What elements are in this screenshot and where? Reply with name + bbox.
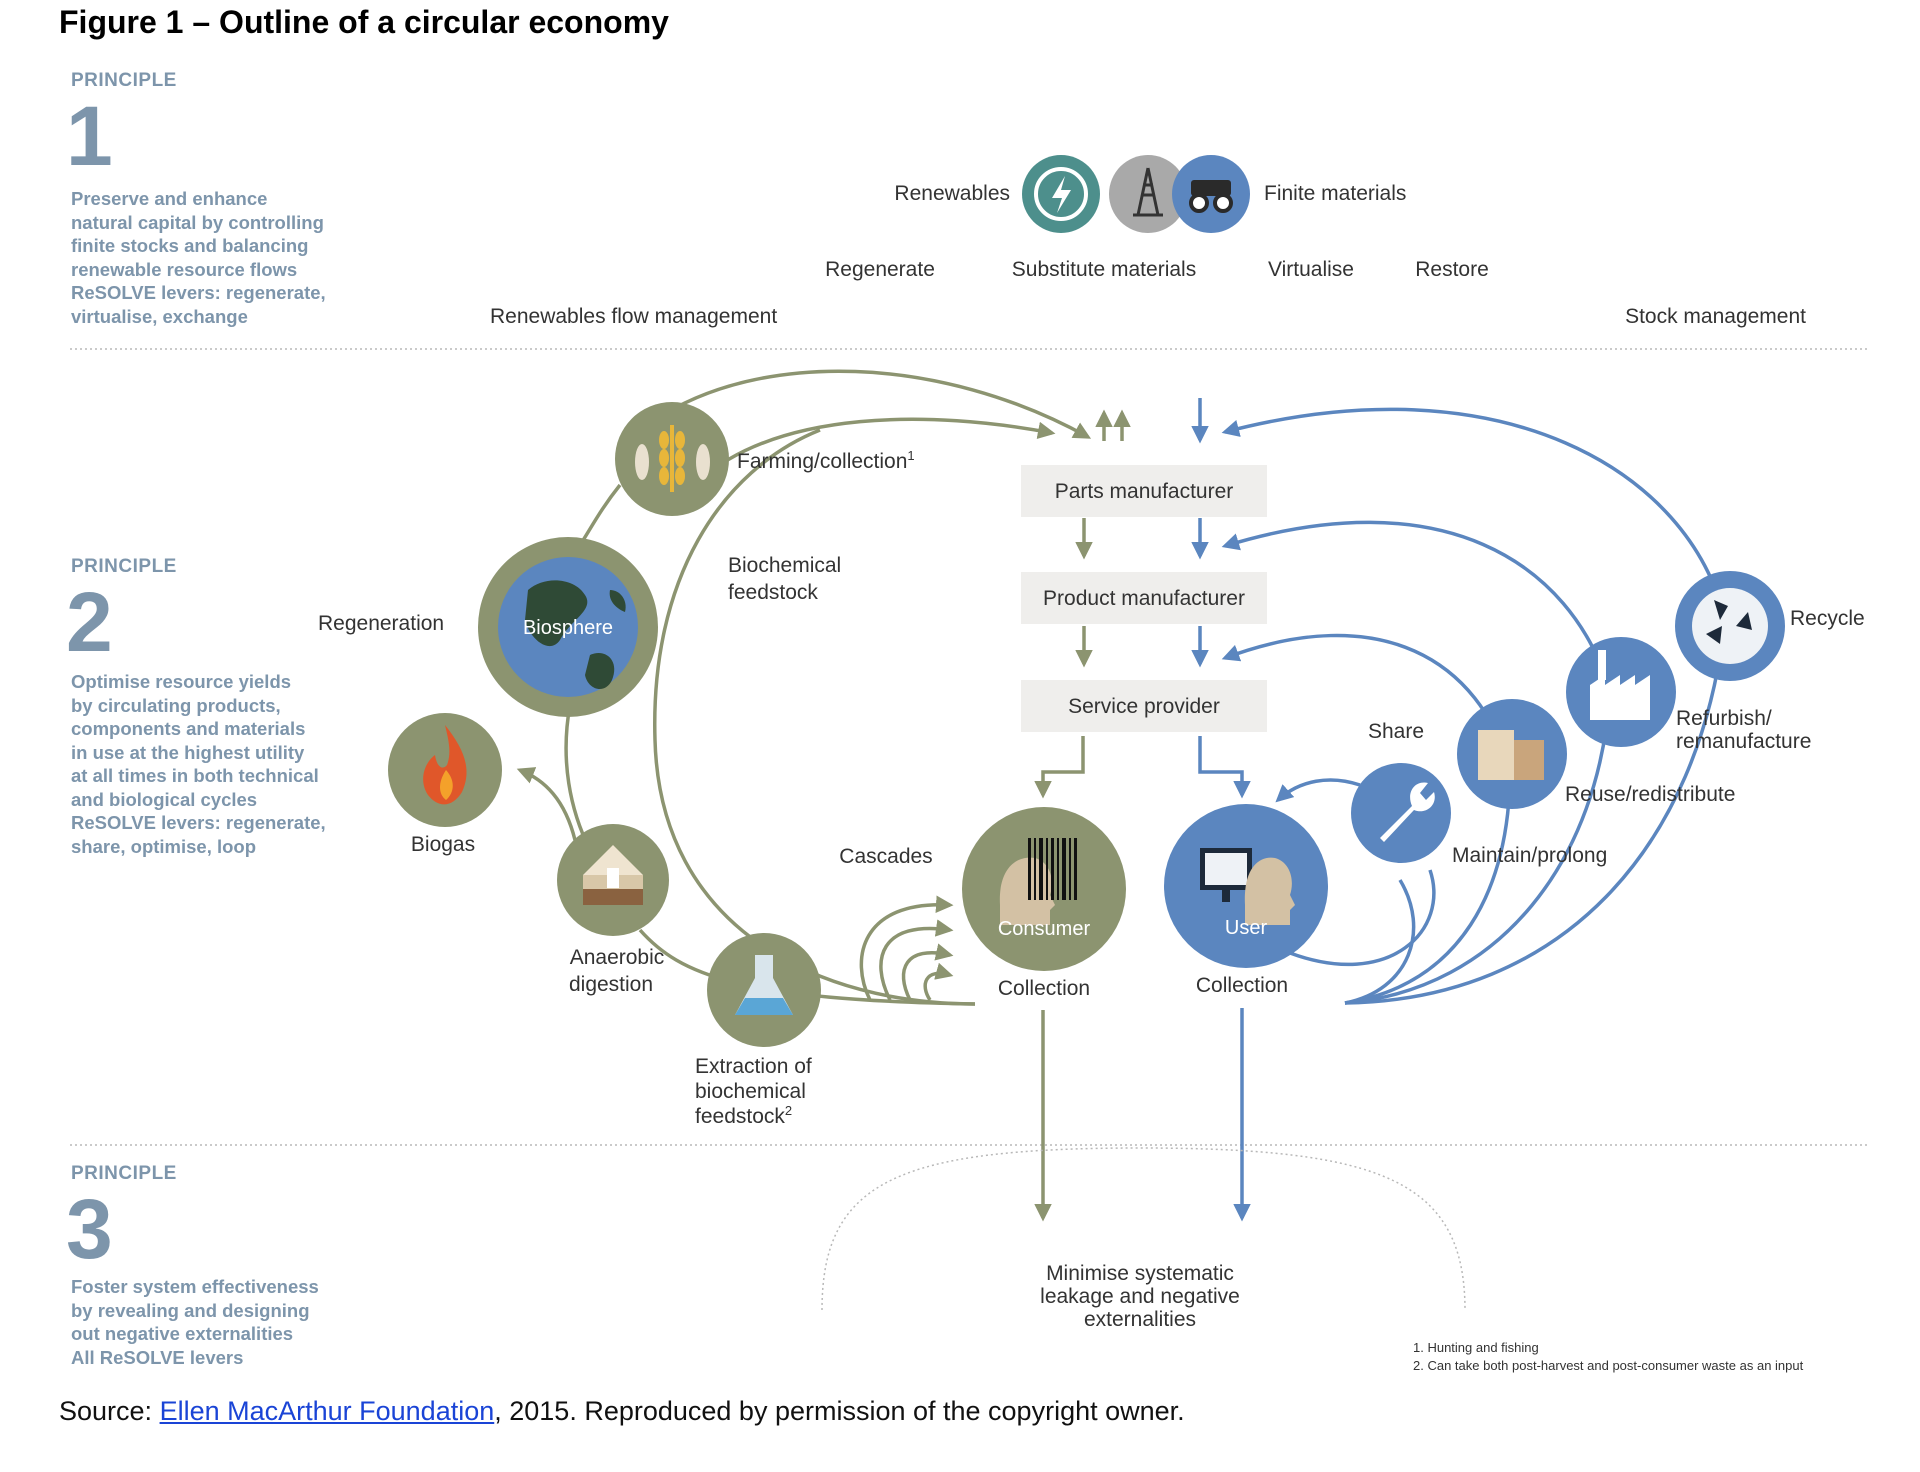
footnote-1: 1. Hunting and fishing — [1413, 1340, 1539, 1355]
biochemical-feedstock-label-1: Biochemical — [728, 554, 841, 577]
principle-3-line: All ReSOLVE levers — [71, 1346, 244, 1368]
product-manufacturer-box: Product manufacturer — [1021, 572, 1267, 624]
biogas-icon — [388, 713, 502, 827]
farming-icon — [615, 402, 729, 516]
product-manufacturer-label: Product manufacturer — [1043, 587, 1245, 610]
maintain-label: Maintain/prolong — [1452, 844, 1607, 867]
consumer-icon — [962, 807, 1126, 971]
farming-collection-label: Farming/collection1 — [737, 448, 915, 473]
principle-2-line: at all times in both technical — [71, 765, 319, 786]
principle-2-label: PRINCIPLE — [71, 556, 177, 577]
principle-2-line: components and materials — [71, 718, 306, 739]
principle-2-line: share, optimise, loop — [71, 835, 257, 857]
principle-2-line: by circulating products, — [71, 694, 281, 716]
biogas-label: Biogas — [411, 833, 475, 856]
source-suffix: , 2015. Reproduced by permission of the … — [494, 1396, 1185, 1426]
leakage-label-2: leakage and negative — [1040, 1285, 1240, 1308]
mining-truck-icon — [1172, 155, 1250, 233]
oil-rig-icon — [1109, 155, 1187, 233]
principle-1-description: Preserve and enhance natural capital by … — [71, 187, 371, 328]
recycle-icon — [1675, 571, 1785, 681]
principle-3-label: PRINCIPLE — [71, 1163, 177, 1184]
principle-2-number: 2 — [66, 575, 113, 669]
footnote-2: 2. Can take both post-harvest and post-c… — [1413, 1358, 1804, 1373]
virtualise-label: Virtualise — [1268, 258, 1354, 281]
extraction-label-3: feedstock2 — [695, 1103, 792, 1128]
parts-manufacturer-label: Parts manufacturer — [1055, 480, 1234, 503]
reuse-label: Reuse/redistribute — [1565, 783, 1735, 806]
technical-cycle — [1191, 398, 1727, 1222]
principle-2-line: ReSOLVE levers: regenerate, — [71, 812, 326, 833]
principle-1-line: finite stocks and balancing — [71, 235, 309, 256]
substitute-materials-label: Substitute materials — [1012, 258, 1196, 281]
anaerobic-label-2: digestion — [569, 973, 653, 996]
extraction-flask-icon — [707, 933, 821, 1047]
finite-materials-label: Finite materials — [1264, 182, 1406, 205]
regeneration-label: Regeneration — [318, 612, 444, 635]
principle-2-line: in use at the highest utility — [71, 741, 305, 763]
principle-1-line: ReSOLVE levers: regenerate, — [71, 282, 326, 303]
service-provider-box: Service provider — [1021, 680, 1267, 732]
leakage-label-3: externalities — [1084, 1308, 1196, 1331]
recycle-label: Recycle — [1790, 607, 1865, 630]
consumer-label: Consumer — [998, 918, 1091, 940]
source-link[interactable]: Ellen MacArthur Foundation — [159, 1396, 495, 1426]
regenerate-label: Regenerate — [825, 258, 935, 281]
refurbish-factory-icon — [1566, 637, 1676, 747]
renewables-icon — [1022, 155, 1100, 233]
renewables-label: Renewables — [894, 182, 1010, 205]
biosphere-icon — [478, 537, 658, 717]
figure-title: Figure 1 – Outline of a circular economy — [59, 4, 669, 40]
service-provider-label: Service provider — [1068, 695, 1220, 718]
consumer-collection-label: Collection — [998, 977, 1090, 1000]
biochemical-feedstock-label-2: feedstock — [728, 581, 818, 604]
maintain-wrench-icon — [1351, 763, 1451, 863]
principle-3-description: Foster system effectiveness by revealing… — [71, 1275, 371, 1369]
principle-3-line: Foster system effectiveness — [71, 1276, 319, 1297]
parts-manufacturer-box: Parts manufacturer — [1021, 465, 1267, 517]
principle-3-line: out negative externalities — [71, 1323, 294, 1344]
principle-1-line: virtualise, exchange — [71, 305, 248, 327]
principle-2-description: Optimise resource yields by circulating … — [71, 670, 371, 858]
principle-1-line: Preserve and enhance — [71, 188, 268, 209]
user-label: User — [1225, 917, 1268, 939]
biological-cycle — [516, 369, 1113, 1222]
renewables-flow-label: Renewables flow management — [490, 305, 777, 328]
cascades-label: Cascades — [839, 845, 932, 868]
source-prefix: Source: — [59, 1396, 160, 1426]
refurbish-label-2: remanufacture — [1676, 730, 1811, 753]
user-collection-label: Collection — [1196, 974, 1288, 997]
leakage-arc — [821, 1147, 1466, 1311]
anaerobic-digestion-icon — [557, 824, 669, 936]
leakage-label-1: Minimise systematic — [1046, 1262, 1234, 1285]
extraction-label-2: biochemical — [695, 1080, 806, 1103]
principle-1-label: PRINCIPLE — [71, 70, 177, 91]
restore-label: Restore — [1415, 258, 1489, 281]
source-line: Source: Ellen MacArthur Foundation, 2015… — [59, 1396, 1185, 1427]
extraction-label-1: Extraction of — [695, 1055, 812, 1078]
principle-1-line: renewable resource flows — [71, 258, 298, 280]
principle-3-line: by revealing and designing — [71, 1299, 310, 1321]
principle-1-number: 1 — [66, 89, 113, 183]
reuse-boxes-icon — [1457, 699, 1567, 809]
stock-management-label: Stock management — [1625, 305, 1806, 328]
principle-3-number: 3 — [66, 1182, 113, 1276]
share-label: Share — [1368, 720, 1424, 743]
principle-2-line: and biological cycles — [71, 788, 258, 810]
principle-2-line: Optimise resource yields — [71, 671, 292, 692]
user-icon — [1164, 804, 1328, 968]
anaerobic-label-1: Anaerobic — [570, 946, 665, 969]
principle-1-line: natural capital by controlling — [71, 211, 324, 233]
refurbish-label-1: Refurbish/ — [1676, 707, 1772, 730]
biosphere-label: Biosphere — [523, 617, 613, 639]
